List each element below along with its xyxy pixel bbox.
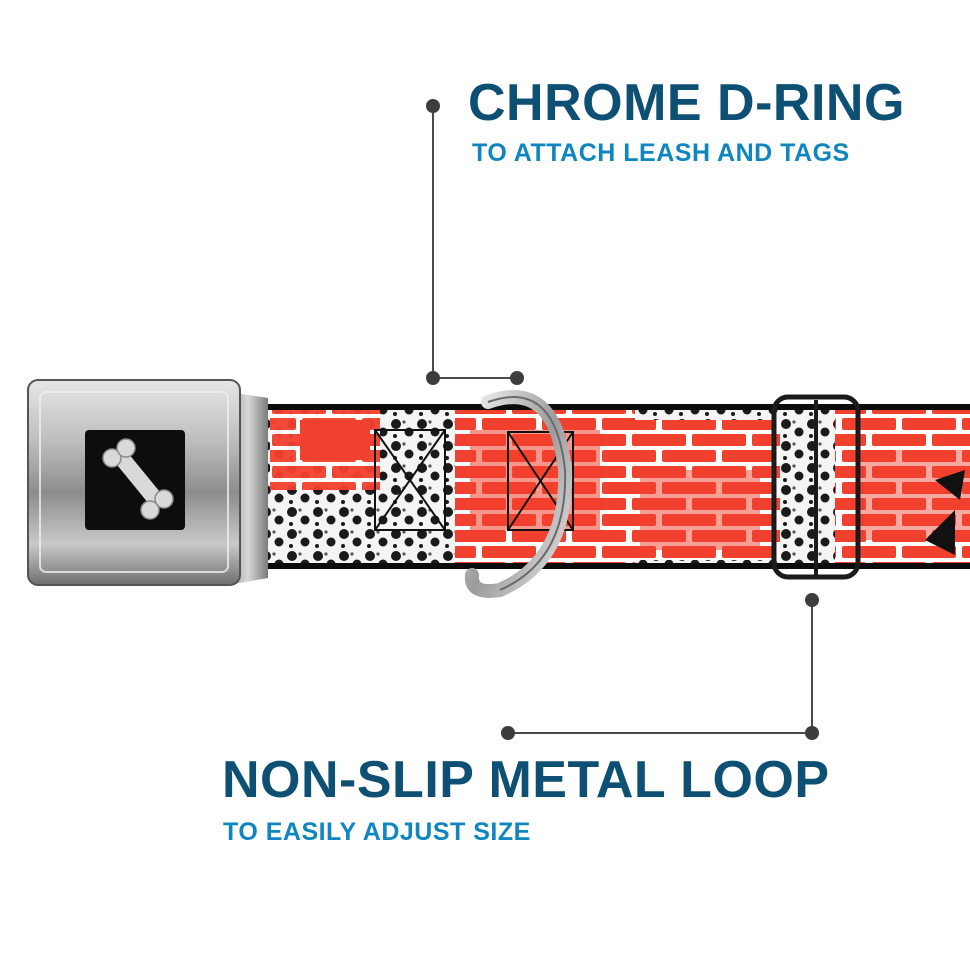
metal-loop-leader-dot-corner bbox=[805, 726, 819, 740]
metal-loop-subtitle: TO EASILY ADJUST SIZE bbox=[223, 818, 531, 846]
metal-loop-leader-dot-end bbox=[501, 726, 515, 740]
metal-loop-leader-dot-top bbox=[805, 593, 819, 607]
collar-strap bbox=[250, 404, 970, 569]
d-ring-title: CHROME D-RING bbox=[468, 74, 905, 132]
d-ring-leader-dot-end bbox=[510, 371, 524, 385]
d-ring-leader-dot-top bbox=[426, 99, 440, 113]
d-ring-leader-line bbox=[432, 106, 517, 379]
metal-loop bbox=[771, 394, 861, 580]
d-ring bbox=[464, 390, 573, 598]
seatbelt-buckle bbox=[27, 379, 268, 586]
d-ring-leader-dot-corner bbox=[426, 371, 440, 385]
metal-loop-title: NON-SLIP METAL LOOP bbox=[222, 751, 830, 809]
d-ring-subtitle: TO ATTACH LEASH AND TAGS bbox=[472, 139, 850, 167]
metal-loop-leader-line bbox=[508, 600, 813, 734]
dog-bone-icon bbox=[102, 438, 174, 520]
